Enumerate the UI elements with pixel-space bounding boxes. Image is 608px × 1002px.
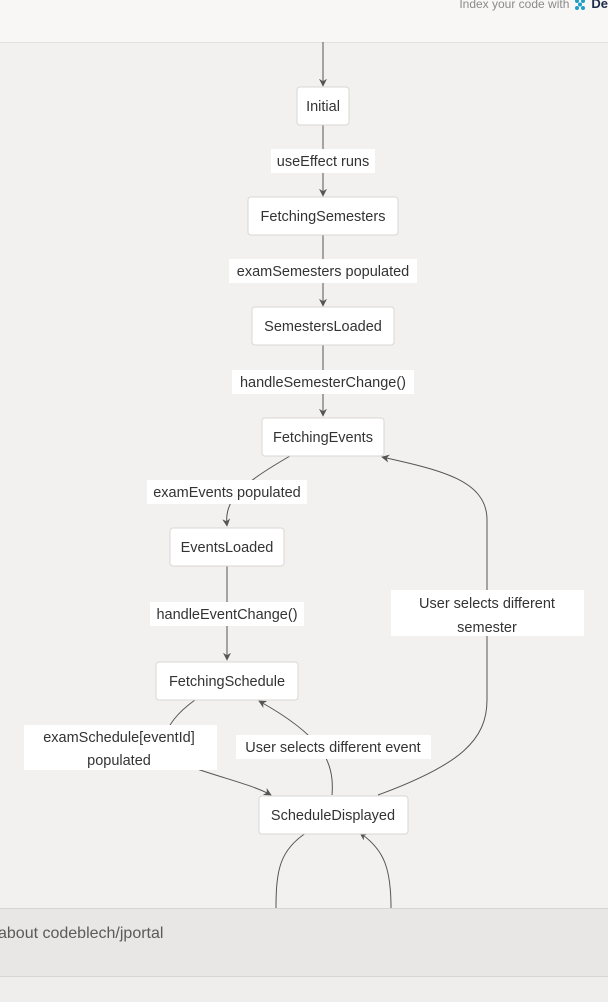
node-fetching-schedule[interactable]: FetchingSchedule xyxy=(155,661,299,701)
ask-bar[interactable]: about codeblech/jportal xyxy=(0,908,608,977)
node-events-loaded[interactable]: EventsLoaded xyxy=(169,527,285,567)
svg-text:FetchingSchedule: FetchingSchedule xyxy=(169,674,285,690)
svg-text:useEffect runs: useEffect runs xyxy=(277,154,369,170)
node-fetching-events[interactable]: FetchingEvents xyxy=(261,417,385,457)
edge-label-examsemesters-populated: examSemesters populated xyxy=(229,259,417,283)
node-semesters-loaded[interactable]: SemestersLoaded xyxy=(251,306,395,346)
index-promo[interactable]: Index your code with De xyxy=(459,0,608,11)
svg-text:User selects different event: User selects different event xyxy=(245,740,420,756)
edge-label-handlesemesterchange: handleSemesterChange() xyxy=(232,370,414,394)
svg-text:SemestersLoaded: SemestersLoaded xyxy=(264,319,382,335)
edge-label-examevents-populated: examEvents populated xyxy=(147,480,307,504)
svg-text:populated: populated xyxy=(87,753,151,769)
node-fetching-semesters[interactable]: FetchingSemesters xyxy=(247,196,399,236)
svg-text:Initial: Initial xyxy=(306,99,340,115)
ask-prompt-text: about codeblech/jportal xyxy=(0,925,164,942)
edge-schedule-displayed-self xyxy=(275,833,392,909)
node-initial[interactable]: Initial xyxy=(296,86,350,126)
svg-text:FetchingSemesters: FetchingSemesters xyxy=(261,209,386,225)
top-bar: Index your code with De xyxy=(0,0,608,43)
svg-text:ScheduleDisplayed: ScheduleDisplayed xyxy=(271,808,395,824)
svg-text:examSchedule[eventId]: examSchedule[eventId] xyxy=(43,730,195,746)
svg-text:semester: semester xyxy=(457,620,517,636)
footer-strip xyxy=(0,976,608,1002)
svg-text:examEvents populated: examEvents populated xyxy=(153,485,301,501)
edge-label-examschedule-populated: examSchedule[eventId] populated xyxy=(24,725,217,770)
edge-label-useeffect-runs: useEffect runs xyxy=(271,149,375,173)
svg-text:handleSemesterChange(): handleSemesterChange() xyxy=(240,375,406,391)
svg-text:handleEventChange(): handleEventChange() xyxy=(156,607,297,623)
svg-text:User selects different: User selects different xyxy=(419,596,555,612)
edge-label-user-selects-different-event: User selects different event xyxy=(236,735,431,759)
brand-name: De xyxy=(591,0,608,11)
edge-label-user-selects-different-semester: User selects different semester xyxy=(391,590,584,636)
svg-text:FetchingEvents: FetchingEvents xyxy=(273,430,373,446)
devin-logo-icon xyxy=(575,0,586,10)
svg-text:EventsLoaded: EventsLoaded xyxy=(181,540,274,556)
node-schedule-displayed[interactable]: ScheduleDisplayed xyxy=(258,795,409,835)
svg-text:examSemesters populated: examSemesters populated xyxy=(237,264,410,280)
promo-text: Index your code with xyxy=(459,0,570,11)
edge-label-handleeventchange: handleEventChange() xyxy=(150,602,304,626)
